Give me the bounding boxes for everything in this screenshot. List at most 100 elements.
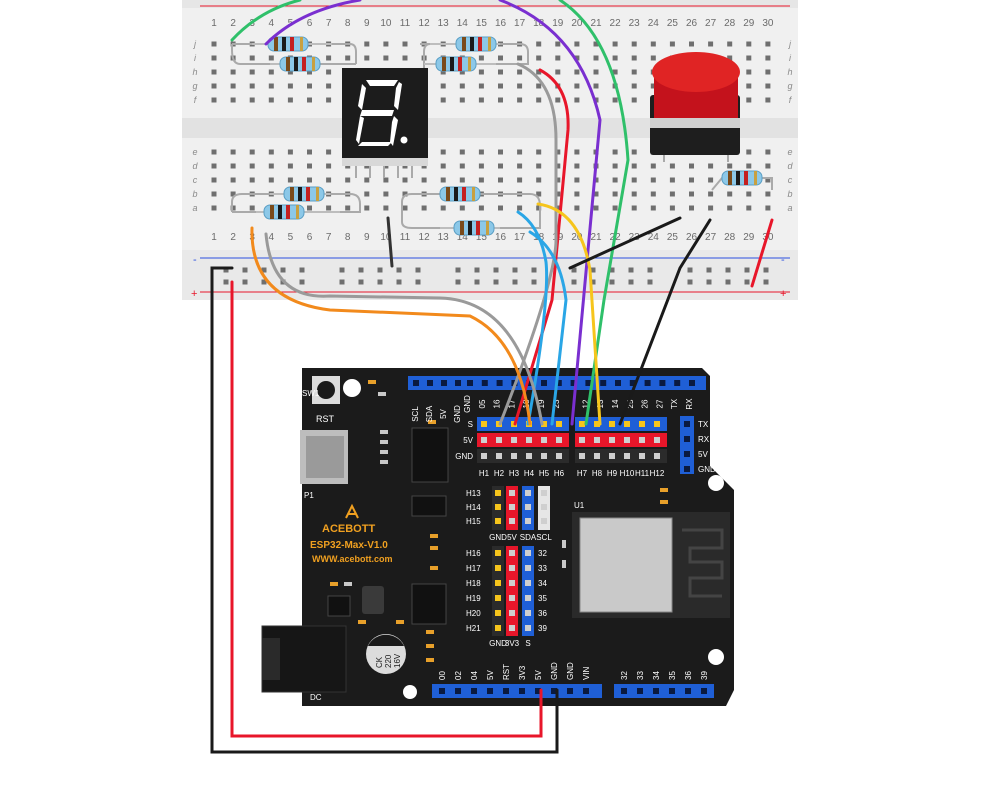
- h16-col-strip: [492, 546, 504, 636]
- column-number: 10: [380, 232, 392, 243]
- h16-pin: [525, 565, 531, 571]
- side-pin-label: TX: [698, 420, 709, 429]
- breadboard-hole: [307, 149, 312, 155]
- wire-grey-a: [498, 62, 558, 426]
- h13-pin: [495, 518, 501, 524]
- column-number: 21: [590, 18, 602, 29]
- column-number: 23: [629, 18, 641, 29]
- h-header-pin: [541, 421, 547, 427]
- h-pin-label: H6: [554, 469, 565, 478]
- breadboard-hole: [459, 163, 465, 169]
- breadboard-hole: [555, 163, 561, 169]
- h-pin-label: H8: [592, 469, 603, 478]
- breadboard-hole: [230, 97, 236, 103]
- column-number: 20: [571, 232, 583, 243]
- column-number: 27: [705, 232, 717, 243]
- column-number: 19: [552, 18, 564, 29]
- breadboard-hole: [536, 205, 542, 211]
- breadboard-hole: [555, 55, 561, 61]
- breadboard-hole: [536, 191, 542, 197]
- rail-hole: [377, 279, 383, 285]
- bottom-header-pin: [567, 688, 573, 694]
- sw-label: SW1: [302, 389, 320, 398]
- rail-hole: [493, 267, 499, 273]
- breadboard-hole: [383, 55, 389, 61]
- breadboard-hole: [249, 83, 255, 89]
- bottom-pin-label: 3V3: [518, 665, 527, 680]
- h-header-row-strip: [477, 433, 569, 447]
- header-pin: [427, 380, 433, 386]
- top-header-holes: [413, 380, 695, 386]
- h-header-pin: [556, 453, 562, 459]
- wire-black-short: [386, 216, 394, 268]
- lower-col-label: 3V3: [505, 639, 520, 648]
- breadboard-hole: [230, 177, 236, 183]
- breadboard-hole: [478, 149, 484, 155]
- column-number: 6: [307, 232, 313, 243]
- h-header-pin: [511, 437, 517, 443]
- column-number: 7: [326, 232, 332, 243]
- header-pin: [481, 380, 488, 386]
- h-header-pin: [579, 421, 585, 427]
- header-pin: [526, 380, 533, 386]
- breadboard-hole: [307, 97, 312, 103]
- h13-pin: [541, 518, 547, 524]
- bottom-header-pin: [621, 688, 627, 694]
- rail-hole: [396, 279, 402, 285]
- h16-pin: [509, 565, 515, 571]
- breadboard-hole: [765, 163, 771, 169]
- column-number: 5: [288, 232, 294, 243]
- chip-u1-label: U1: [574, 501, 585, 510]
- side-pin-label: 5V: [698, 450, 708, 459]
- breadboard-hole: [536, 83, 542, 89]
- header-pin: [689, 380, 695, 386]
- column-number: 6: [307, 18, 313, 29]
- breadboard-hole: [287, 149, 293, 155]
- breadboard-hole: [211, 177, 217, 183]
- column-number: 8: [345, 232, 351, 243]
- header-row-label: S: [468, 420, 473, 429]
- h16-pin: [525, 550, 531, 556]
- column-number: 29: [743, 18, 755, 29]
- breadboard-hole: [345, 177, 351, 183]
- bottom-header-pin: [503, 688, 509, 694]
- h-header-pin: [594, 437, 600, 443]
- dc-jack-front: [262, 638, 280, 680]
- h13-pin: [525, 504, 531, 510]
- h16-col-strip: [522, 546, 534, 636]
- esp32-board: RST SW1 P1 ACEBOTT ESP32-Max: [261, 368, 734, 706]
- breadboard-hole: [612, 163, 618, 169]
- h-header-pin: [654, 453, 660, 459]
- breadboard-hole: [402, 177, 408, 183]
- rail-hole: [628, 279, 634, 285]
- rail-hole: [744, 279, 750, 285]
- breadboard-hole: [249, 55, 255, 61]
- rail-hole: [763, 267, 769, 273]
- breadboard-hole: [765, 149, 771, 155]
- rail-hole: [687, 279, 693, 285]
- breadboard-hole: [631, 83, 637, 89]
- breadboard-hole: [631, 55, 637, 61]
- side-header-strip: [680, 416, 694, 474]
- left-header-label: GND: [453, 405, 462, 423]
- h16-row-label: H16: [466, 549, 481, 558]
- top-pin-label: GND: [463, 395, 472, 413]
- wire-red-signal: [513, 68, 570, 426]
- row-letter: i: [194, 53, 197, 63]
- h13-row-label: H14: [466, 503, 481, 512]
- breadboard-hole: [536, 163, 542, 169]
- rail-hole: [725, 267, 731, 273]
- rail-hole: [531, 267, 537, 273]
- breadboard-hole: [421, 177, 427, 183]
- breadboard-hole: [765, 41, 771, 47]
- breadboard-hole: [612, 69, 618, 75]
- display-segments: [356, 80, 408, 146]
- h16-pin: [495, 625, 501, 631]
- top-pin-label: 19: [537, 399, 546, 408]
- column-number: 24: [648, 18, 660, 29]
- inductor-l1: [362, 586, 384, 614]
- breadboard-hole: [211, 163, 217, 169]
